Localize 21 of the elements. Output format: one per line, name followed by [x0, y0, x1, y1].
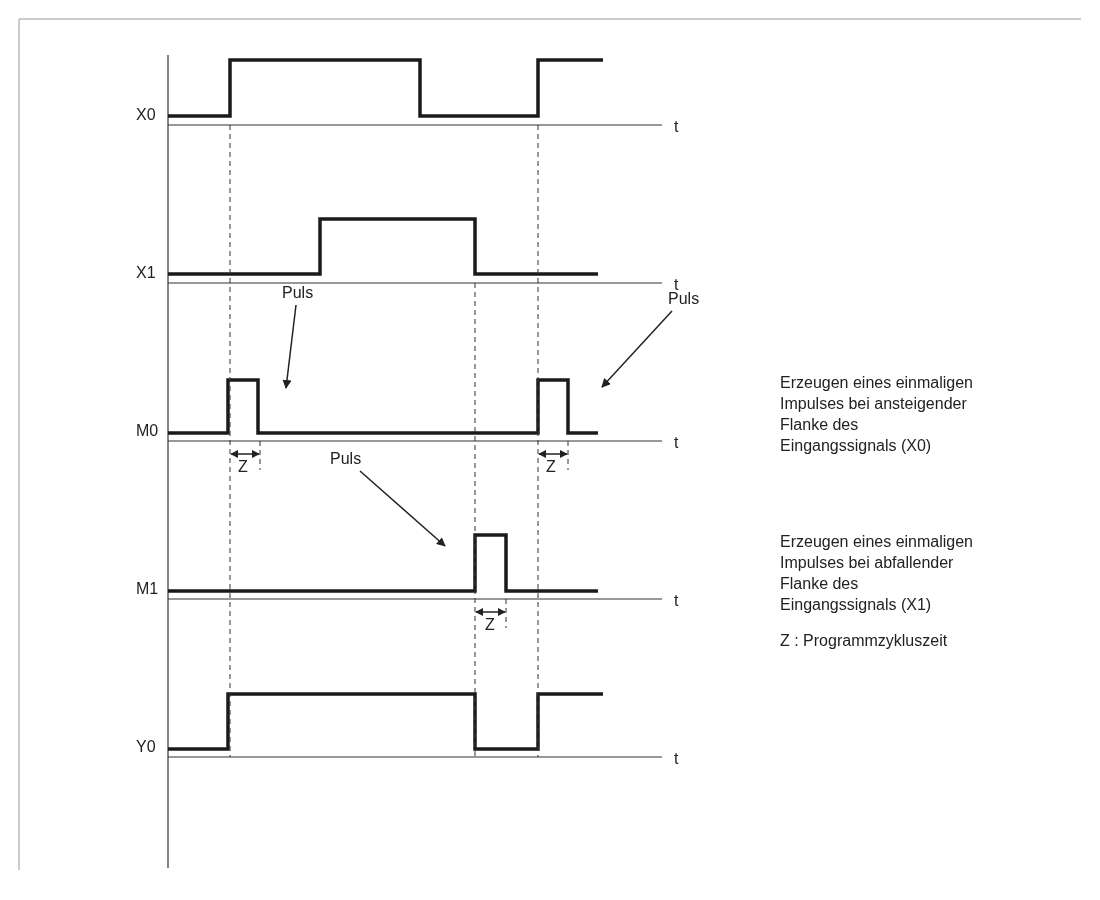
callout-text: Puls: [330, 448, 362, 469]
axis-label: t: [674, 591, 679, 611]
signal-name: X1: [136, 263, 156, 283]
leader-line: [601, 310, 673, 388]
signal-name: X0: [136, 105, 156, 125]
callout-text: Puls: [282, 282, 314, 303]
signal-name: M0: [136, 421, 159, 441]
dimension-label: Z: [238, 457, 248, 477]
note-text: Erzeugen eines einmaligen Impulses bei ansteigender Flanke des Eingangssignals (X0): [780, 373, 974, 456]
axis-label: t: [674, 433, 679, 453]
dimension-label: Z: [485, 615, 495, 635]
leader-line: [282, 304, 297, 389]
dimension-label: Z: [546, 457, 556, 477]
axis-label: t: [674, 275, 679, 293]
signal-name: Y0: [136, 737, 156, 757]
signal-name: M1: [136, 579, 159, 599]
axis-label: t: [674, 749, 679, 769]
note-text: Z : Programmzykluszeit: [780, 631, 948, 651]
leader-line: [359, 470, 446, 547]
note-text: Erzeugen eines einmaligen Impulses bei abfallender Flanke des Eingangssignals (X1): [780, 532, 974, 615]
axis-label: t: [674, 117, 679, 137]
